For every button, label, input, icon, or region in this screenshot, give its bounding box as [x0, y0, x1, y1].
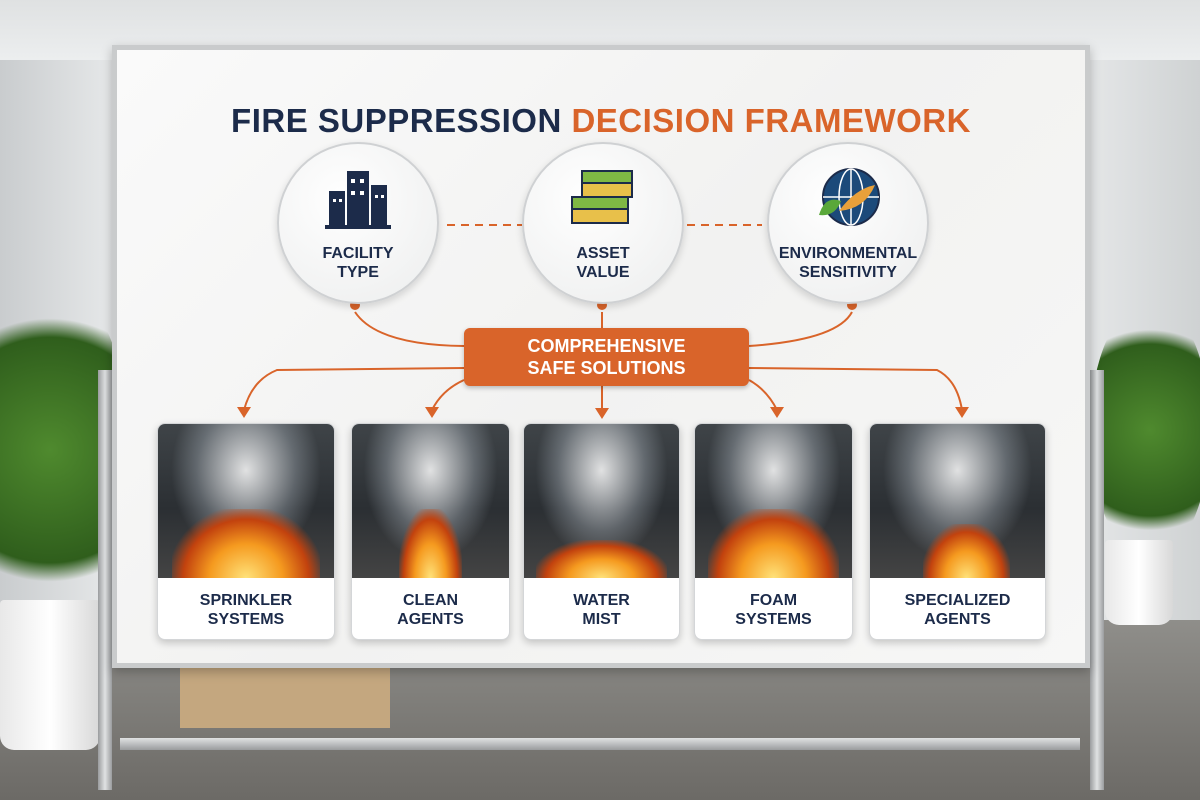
- water-mist-photo: [524, 424, 679, 578]
- whiteboard: FIRE SUPPRESSION DECISION FRAMEWORK FACI…: [112, 45, 1090, 668]
- arrow-sprinkler: [243, 367, 465, 411]
- arrow-clean: [431, 379, 465, 411]
- connector-facility: [354, 311, 465, 347]
- globe-leaf-icon: [769, 162, 927, 232]
- sprinkler-fire-photo: [158, 424, 334, 578]
- buildings-icon: [279, 162, 437, 232]
- pot-right: [1105, 540, 1173, 625]
- plant-right: [1090, 300, 1200, 560]
- stand-leg-left: [98, 370, 112, 790]
- money-stack-icon: [524, 162, 682, 232]
- foam-system-photo: [695, 424, 852, 578]
- connector-environment: [748, 311, 853, 347]
- diagram-title: FIRE SUPPRESSION DECISION FRAMEWORK: [231, 102, 971, 139]
- arrow-specialized: [748, 367, 963, 411]
- clean-agent-photo: [352, 424, 509, 578]
- specialized-agent-photo: [870, 424, 1045, 578]
- arrow-foam: [748, 379, 778, 411]
- stand-leg-right: [1090, 370, 1104, 790]
- pot-left: [0, 600, 100, 750]
- stand-crossbar: [120, 738, 1080, 750]
- cabinet: [180, 668, 390, 728]
